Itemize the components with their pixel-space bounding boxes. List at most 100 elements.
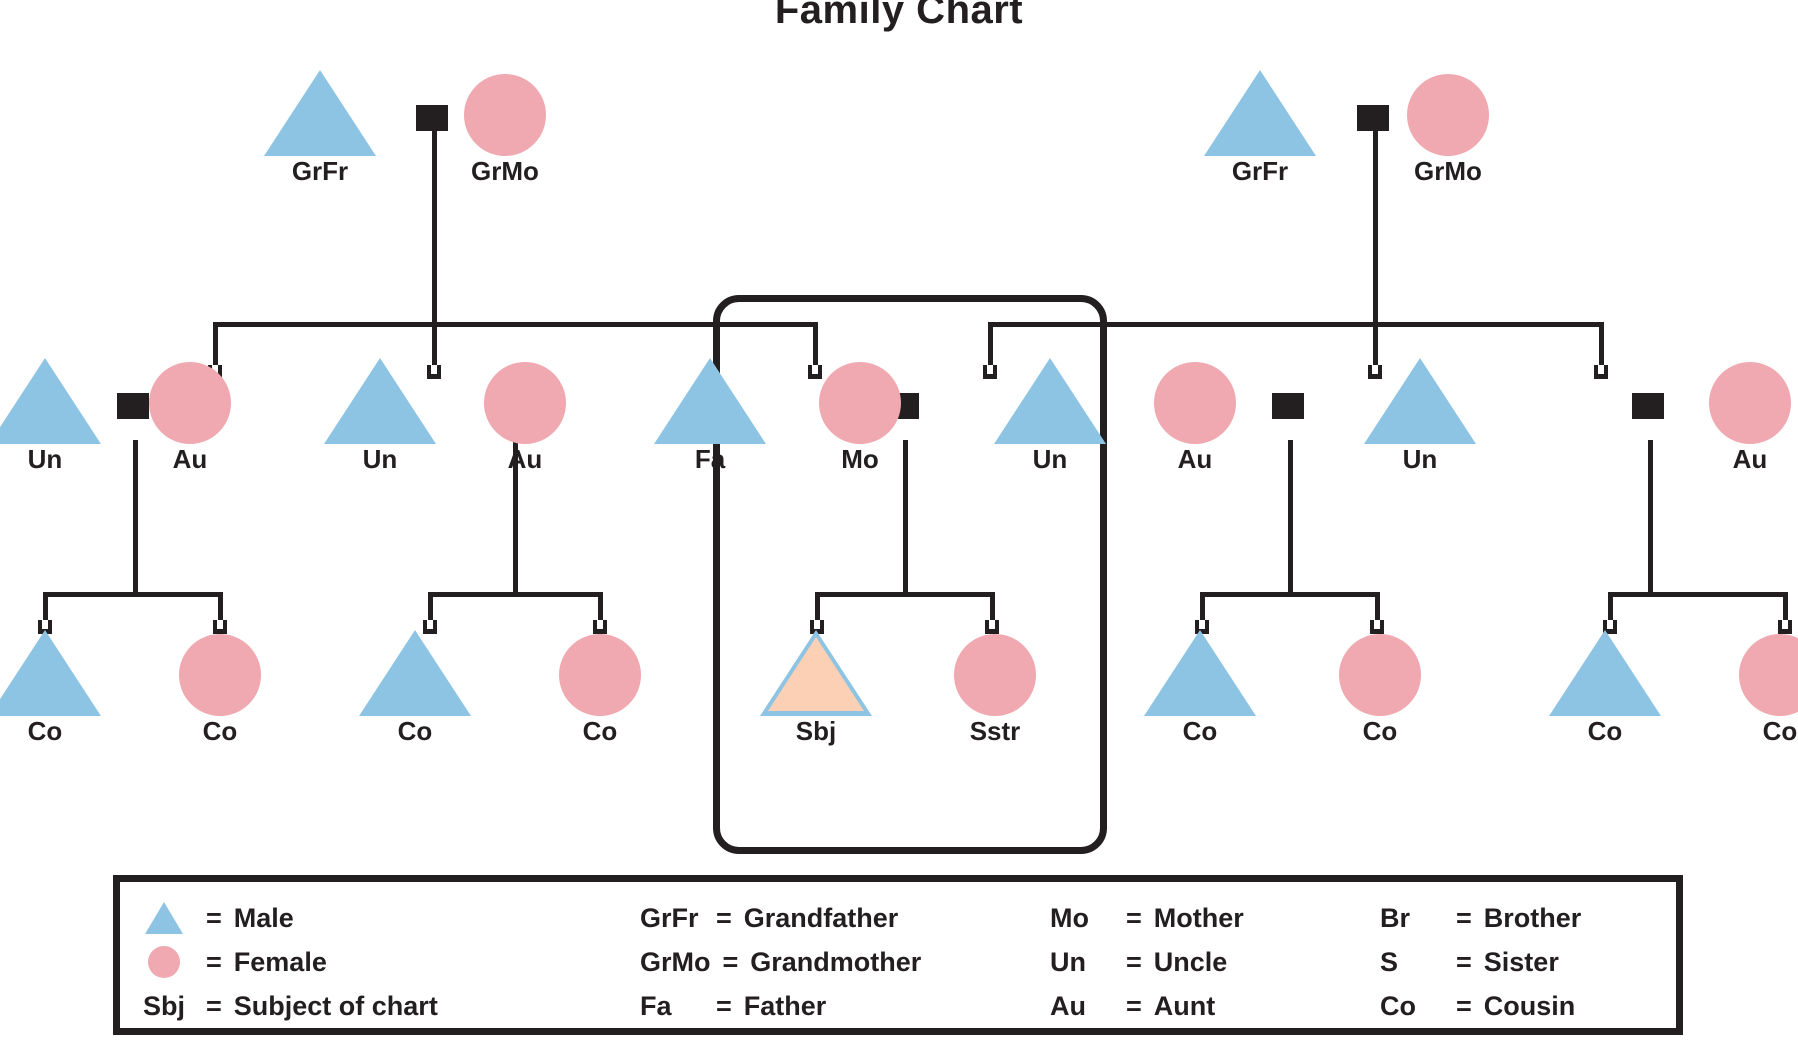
person-label: Co xyxy=(1587,716,1623,746)
person-node-cousin-3[interactable]: Co xyxy=(355,630,475,744)
person-node-uncle-1[interactable]: Un xyxy=(0,358,105,472)
legend-key: Br xyxy=(1380,902,1411,933)
legend-equals: = xyxy=(206,902,222,933)
person-node-grandfather-left[interactable]: GrFr xyxy=(260,70,380,184)
person-label: Co xyxy=(1362,716,1398,746)
female-circle-icon xyxy=(130,358,250,444)
person-node-grandfather-right[interactable]: GrFr xyxy=(1200,70,1320,184)
legend-key: Co xyxy=(1380,990,1416,1021)
legend-equals: = xyxy=(722,946,739,977)
person-node-aunt-4[interactable]: Au xyxy=(1690,358,1798,472)
person-node-aunt-1[interactable]: Au xyxy=(130,358,250,472)
person-label: GrMo xyxy=(1414,156,1482,186)
arrow-head-icon xyxy=(1594,365,1608,379)
connector-line xyxy=(1648,440,1653,595)
person-node-sister[interactable]: Sstr xyxy=(935,630,1055,744)
subject-family-highlight xyxy=(713,295,1107,854)
person-node-subject[interactable]: Sbj xyxy=(756,630,876,744)
legend-item: Au = Aunt xyxy=(1050,984,1350,1028)
person-node-aunt-3[interactable]: Au xyxy=(1135,358,1255,472)
person-node-cousin-6[interactable]: Co xyxy=(1320,630,1440,744)
person-label: Co xyxy=(1762,716,1798,746)
person-node-aunt-2[interactable]: Au xyxy=(465,358,585,472)
person-label: Fa xyxy=(694,444,726,474)
connector-line xyxy=(213,322,218,372)
legend-equals: = xyxy=(1126,946,1142,977)
marriage-square-icon xyxy=(1272,393,1304,419)
connector-line xyxy=(1783,592,1788,627)
person-node-uncle-3[interactable]: Un xyxy=(990,358,1110,472)
arrow-head-icon xyxy=(1778,620,1792,634)
legend-value: Mother xyxy=(1153,902,1244,933)
arrow-head-icon xyxy=(1370,620,1384,634)
connector-line xyxy=(1200,592,1205,627)
legend-item: GrMo = Grandmother xyxy=(640,940,1010,984)
legend-key: GrFr xyxy=(640,902,699,933)
legend-key: Mo xyxy=(1050,902,1089,933)
legend-value: Aunt xyxy=(1153,990,1216,1021)
person-node-cousin-7[interactable]: Co xyxy=(1545,630,1665,744)
female-circle-icon xyxy=(465,358,585,444)
connector-line xyxy=(813,322,818,372)
female-circle-icon xyxy=(1720,630,1798,716)
legend-key: Sbj xyxy=(142,990,185,1021)
person-node-cousin-2[interactable]: Co xyxy=(160,630,280,744)
person-label: Un xyxy=(27,444,63,474)
legend-equals: = xyxy=(1126,902,1142,933)
person-label: Au xyxy=(1732,444,1768,474)
legend-column-siblings: Br = Brother S = Sister Co = Cousin xyxy=(1380,896,1680,1028)
male-triangle-icon xyxy=(1200,70,1320,156)
marriage-square-icon xyxy=(117,393,149,419)
legend-value: Father xyxy=(743,990,827,1021)
legend-key: GrMo xyxy=(640,946,711,977)
female-circle-icon xyxy=(1690,358,1798,444)
female-circle-icon xyxy=(540,630,660,716)
legend-equals: = xyxy=(1456,946,1472,977)
male-triangle-icon xyxy=(260,70,380,156)
person-node-grandmother-left[interactable]: GrMo xyxy=(445,70,565,184)
person-node-uncle-4[interactable]: Un xyxy=(1360,358,1480,472)
legend-column-grandparents: GrFr = Grandfather GrMo = Grandmother Fa… xyxy=(640,896,1010,1028)
person-node-grandmother-right[interactable]: GrMo xyxy=(1388,70,1508,184)
arrow-head-icon xyxy=(985,620,999,634)
male-triangle-icon xyxy=(1360,358,1480,444)
connector-line xyxy=(432,322,437,372)
female-circle-icon xyxy=(160,630,280,716)
legend-column-parents: Mo = Mother Un = Uncle Au = Aunt xyxy=(1050,896,1350,1028)
legend-equals: = xyxy=(716,902,732,933)
person-node-mother[interactable]: Mo xyxy=(800,358,920,472)
legend-item: Un = Uncle xyxy=(1050,940,1350,984)
person-label: Co xyxy=(1182,716,1218,746)
connector-line xyxy=(213,322,816,327)
legend-item: Mo = Mother xyxy=(1050,896,1350,940)
person-node-cousin-8[interactable]: Co xyxy=(1720,630,1798,744)
male-triangle-icon xyxy=(1140,630,1260,716)
legend-value: Female xyxy=(233,946,327,977)
person-node-cousin-5[interactable]: Co xyxy=(1140,630,1260,744)
arrow-head-icon xyxy=(808,365,822,379)
marriage-square-icon xyxy=(1357,105,1389,131)
connector-line xyxy=(1373,125,1378,375)
female-circle-icon xyxy=(1320,630,1440,716)
legend-key: Un xyxy=(1050,946,1086,977)
connector-line xyxy=(815,592,820,627)
connector-line xyxy=(513,440,518,595)
connector-line xyxy=(43,592,223,597)
arrow-head-icon xyxy=(983,365,997,379)
legend-panel: = Male = Female Sbj = Subject of chart G… xyxy=(113,875,1683,1035)
person-label: Au xyxy=(1177,444,1213,474)
connector-line xyxy=(598,592,603,627)
person-node-cousin-1[interactable]: Co xyxy=(0,630,105,744)
female-circle-icon xyxy=(800,358,920,444)
male-triangle-icon xyxy=(0,630,105,716)
connector-line xyxy=(990,592,995,627)
person-label: Un xyxy=(362,444,398,474)
connector-line xyxy=(988,322,993,372)
male-triangle-icon xyxy=(320,358,440,444)
connector-line xyxy=(1599,322,1604,372)
person-node-father[interactable]: Fa xyxy=(650,358,770,472)
connector-line xyxy=(903,440,908,595)
person-node-uncle-2[interactable]: Un xyxy=(320,358,440,472)
person-node-cousin-4[interactable]: Co xyxy=(540,630,660,744)
